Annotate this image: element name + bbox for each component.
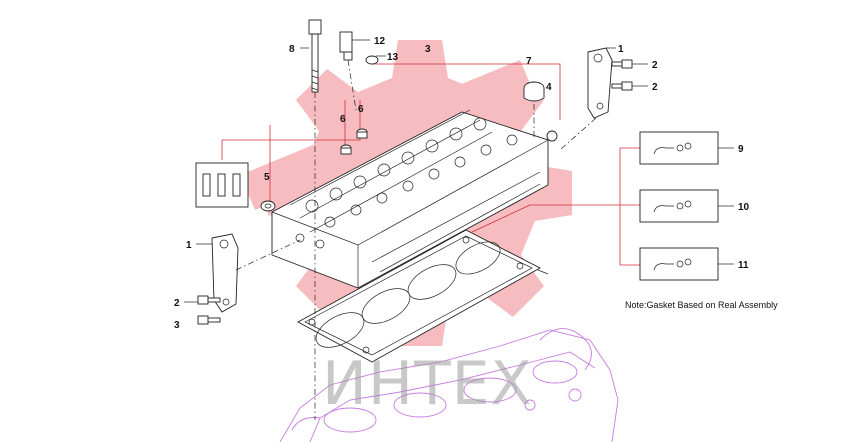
bracket-bolts-right [611, 59, 633, 91]
callout-5: 5 [264, 172, 270, 183]
callout-2-top-b: 2 [652, 82, 658, 93]
gasket-variant-9 [639, 131, 719, 165]
engine-block-outline [279, 328, 619, 442]
callout-7: 7 [526, 56, 532, 67]
cylinder-head [271, 109, 549, 289]
callout-6-b: 6 [358, 104, 364, 115]
seal-ring-5 [260, 200, 276, 212]
dowel-pins [340, 128, 368, 155]
watermark-text: ИНТЕХ [322, 349, 533, 419]
gasket-note: Note:Gasket Based on Real Assembly [625, 300, 778, 310]
callout-ticks [184, 39, 734, 303]
temperature-sensor [339, 31, 379, 111]
callout-12: 12 [374, 36, 386, 47]
gasket-variant-11 [639, 247, 719, 281]
callout-3: 3 [425, 44, 431, 55]
bracket-bolts-left [197, 295, 221, 325]
callout-4: 4 [546, 82, 552, 93]
callout-8: 8 [289, 44, 295, 55]
dowel-set-box [195, 162, 249, 208]
callout-9: 9 [738, 144, 744, 155]
callout-11: 11 [738, 260, 749, 271]
callout-13: 13 [387, 52, 399, 63]
callout-2-left: 2 [174, 298, 180, 309]
callout-3-left: 3 [174, 320, 180, 331]
head-bolt [308, 19, 322, 420]
callout-6-a: 6 [340, 114, 346, 125]
seal-ring [546, 130, 558, 142]
leader-lines [221, 63, 640, 266]
callout-2-top-a: 2 [652, 60, 658, 71]
head-gasket [297, 229, 541, 363]
callout-10: 10 [738, 202, 750, 213]
callout-1-left: 1 [186, 240, 192, 251]
gasket-variant-10 [639, 189, 719, 223]
plug-cap [523, 81, 545, 140]
callout-1-top: 1 [618, 44, 624, 55]
lifting-bracket-right [559, 47, 613, 151]
